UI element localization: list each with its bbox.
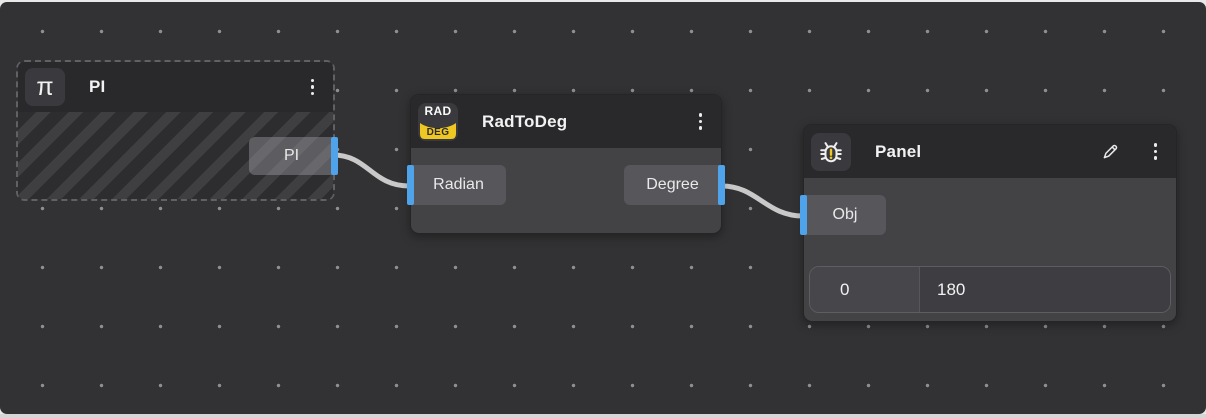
pi-icon: π bbox=[25, 68, 65, 106]
node-title: PI bbox=[89, 77, 106, 96]
panel-values-row: 0 180 bbox=[809, 266, 1171, 313]
pin-label: Radian bbox=[433, 176, 484, 193]
kebab-menu-icon[interactable] bbox=[694, 109, 708, 134]
panel-value-cell[interactable]: 180 bbox=[920, 267, 1170, 312]
wire-degree-to-obj[interactable] bbox=[719, 183, 806, 219]
wire-pi-to-radian[interactable] bbox=[330, 152, 412, 189]
input-pin-radian[interactable]: Radian bbox=[407, 165, 506, 205]
rad-label: RAD bbox=[424, 103, 452, 118]
deg-banner-shape bbox=[420, 122, 456, 139]
node-panel-header[interactable]: Panel bbox=[804, 125, 1176, 178]
output-pin-degree[interactable]: Degree bbox=[624, 165, 725, 205]
panel-value-cell[interactable]: 0 bbox=[810, 267, 920, 312]
canvas-bottom-edge bbox=[0, 414, 1206, 418]
bug-icon bbox=[811, 132, 851, 171]
pin-label: Degree bbox=[646, 176, 699, 193]
node-title: Panel bbox=[875, 141, 922, 161]
input-connector[interactable] bbox=[800, 195, 807, 235]
pi-glyph: π bbox=[36, 72, 54, 101]
input-pin-obj[interactable]: Obj bbox=[800, 195, 886, 235]
kebab-menu-icon[interactable] bbox=[306, 75, 320, 100]
panel-value: 180 bbox=[937, 279, 966, 299]
pencil-icon[interactable] bbox=[1100, 141, 1121, 162]
deg-label: DEG bbox=[426, 126, 450, 138]
pin-label: PI bbox=[283, 147, 300, 164]
node-title: RadToDeg bbox=[482, 111, 568, 131]
node-pi-body: PI bbox=[18, 112, 338, 199]
node-pi[interactable]: π PI PI bbox=[16, 60, 338, 201]
rad-deg-icon: RAD DEG bbox=[418, 102, 458, 141]
node-pi-header[interactable]: π PI bbox=[18, 62, 333, 112]
output-connector[interactable] bbox=[718, 165, 725, 205]
canvas-top-edge bbox=[0, 0, 1206, 2]
pin-label: Obj bbox=[832, 206, 858, 223]
output-connector[interactable] bbox=[331, 137, 338, 175]
kebab-menu-icon[interactable] bbox=[1149, 139, 1163, 164]
node-panel[interactable]: Panel Obj 0 180 bbox=[800, 124, 1177, 322]
panel-value: 0 bbox=[840, 279, 850, 299]
output-pin-pi[interactable]: PI bbox=[249, 137, 338, 175]
node-radtodeg[interactable]: RAD DEG RadToDeg Radian Degree bbox=[407, 94, 725, 234]
node-radtodeg-header[interactable]: RAD DEG RadToDeg bbox=[411, 95, 721, 148]
input-connector[interactable] bbox=[407, 165, 414, 205]
